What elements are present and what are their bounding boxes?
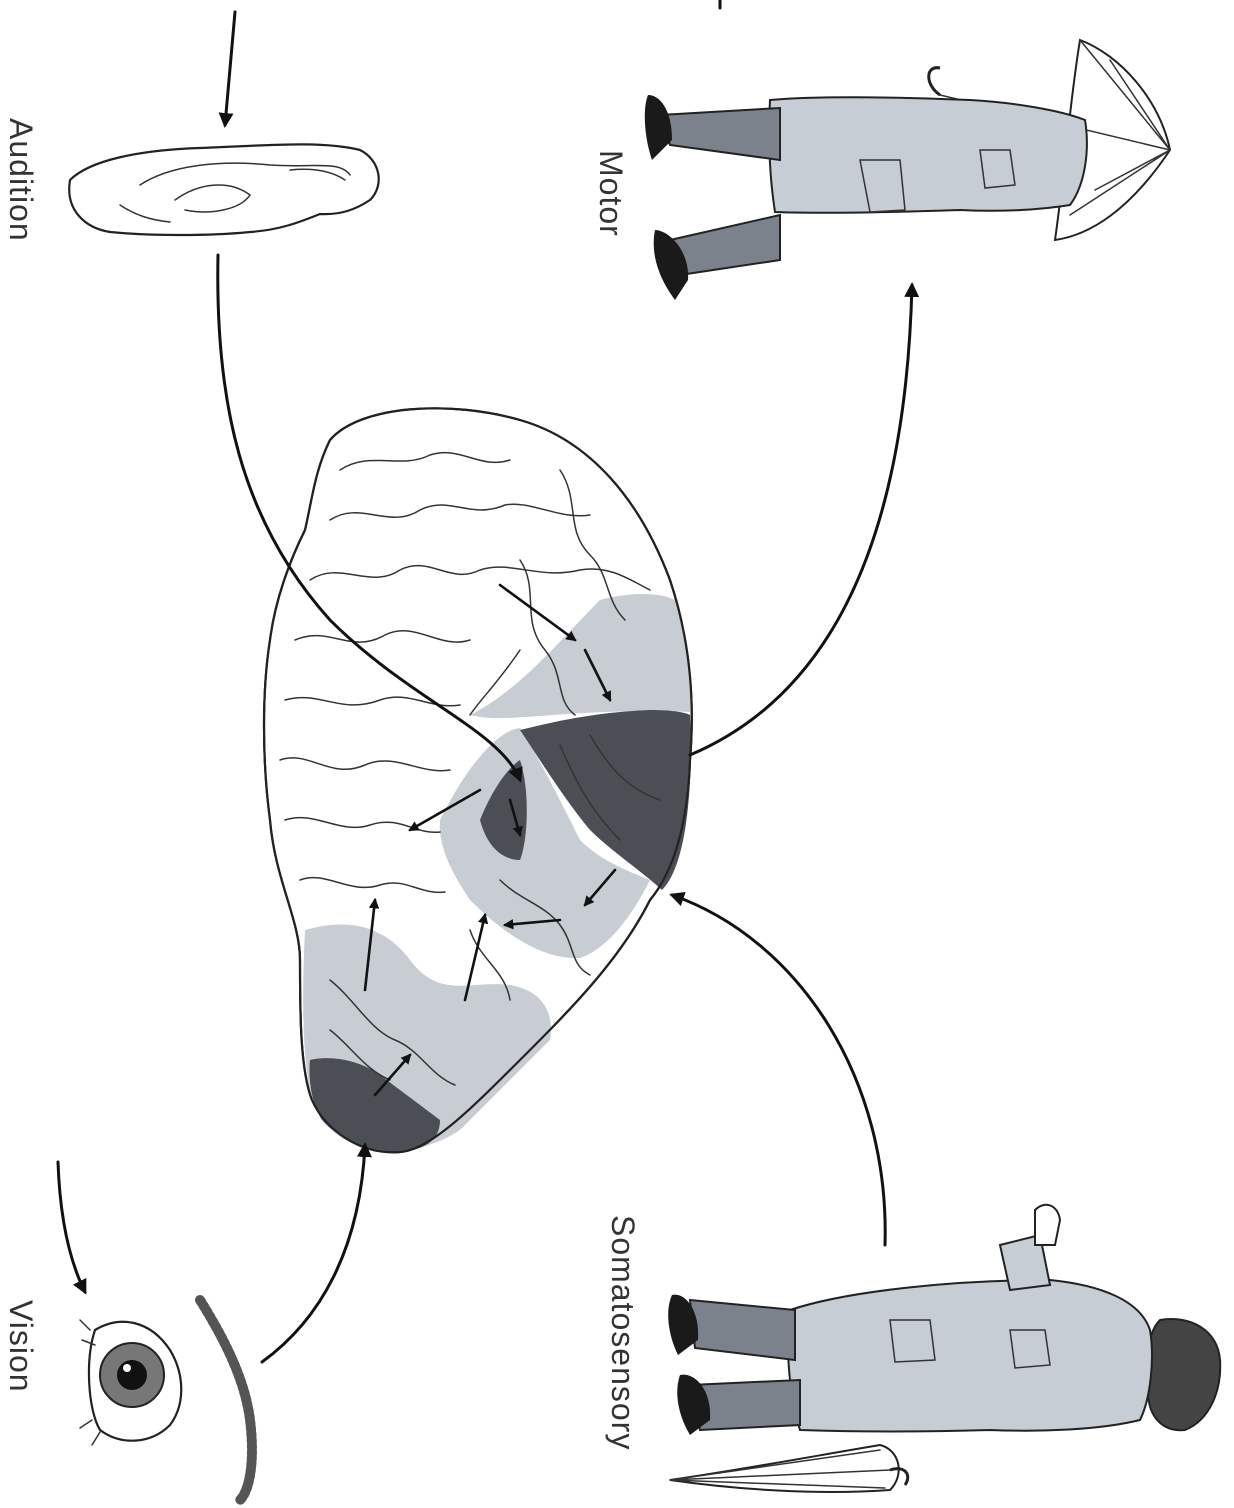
- eyebrow: [200, 1300, 252, 1500]
- motor-label: Motor: [593, 150, 629, 237]
- somatosensory-label: Somatosensory: [605, 1215, 641, 1450]
- frontal-association-area: [470, 594, 690, 718]
- somatosensory-input-pathway: [672, 895, 885, 1245]
- ear-icon: [69, 144, 378, 235]
- light-input-arrow: [58, 1162, 85, 1292]
- sound-input-arrow: [225, 12, 235, 125]
- frontal-to-motor-arrow: [500, 585, 575, 640]
- audition-label: Audition: [3, 118, 39, 242]
- vision-label: Vision: [3, 1300, 39, 1393]
- standing-man-icon: [645, 40, 1170, 300]
- reclining-man-icon: [668, 1205, 1220, 1492]
- visual-pathway: [262, 1145, 365, 1362]
- eye-icon: [80, 1300, 252, 1500]
- pupil: [117, 1360, 147, 1390]
- motor-output-pathway: [690, 285, 912, 755]
- hat: [1147, 1319, 1220, 1430]
- brain-icon: [264, 408, 692, 1152]
- auditory-pathway: [218, 255, 520, 780]
